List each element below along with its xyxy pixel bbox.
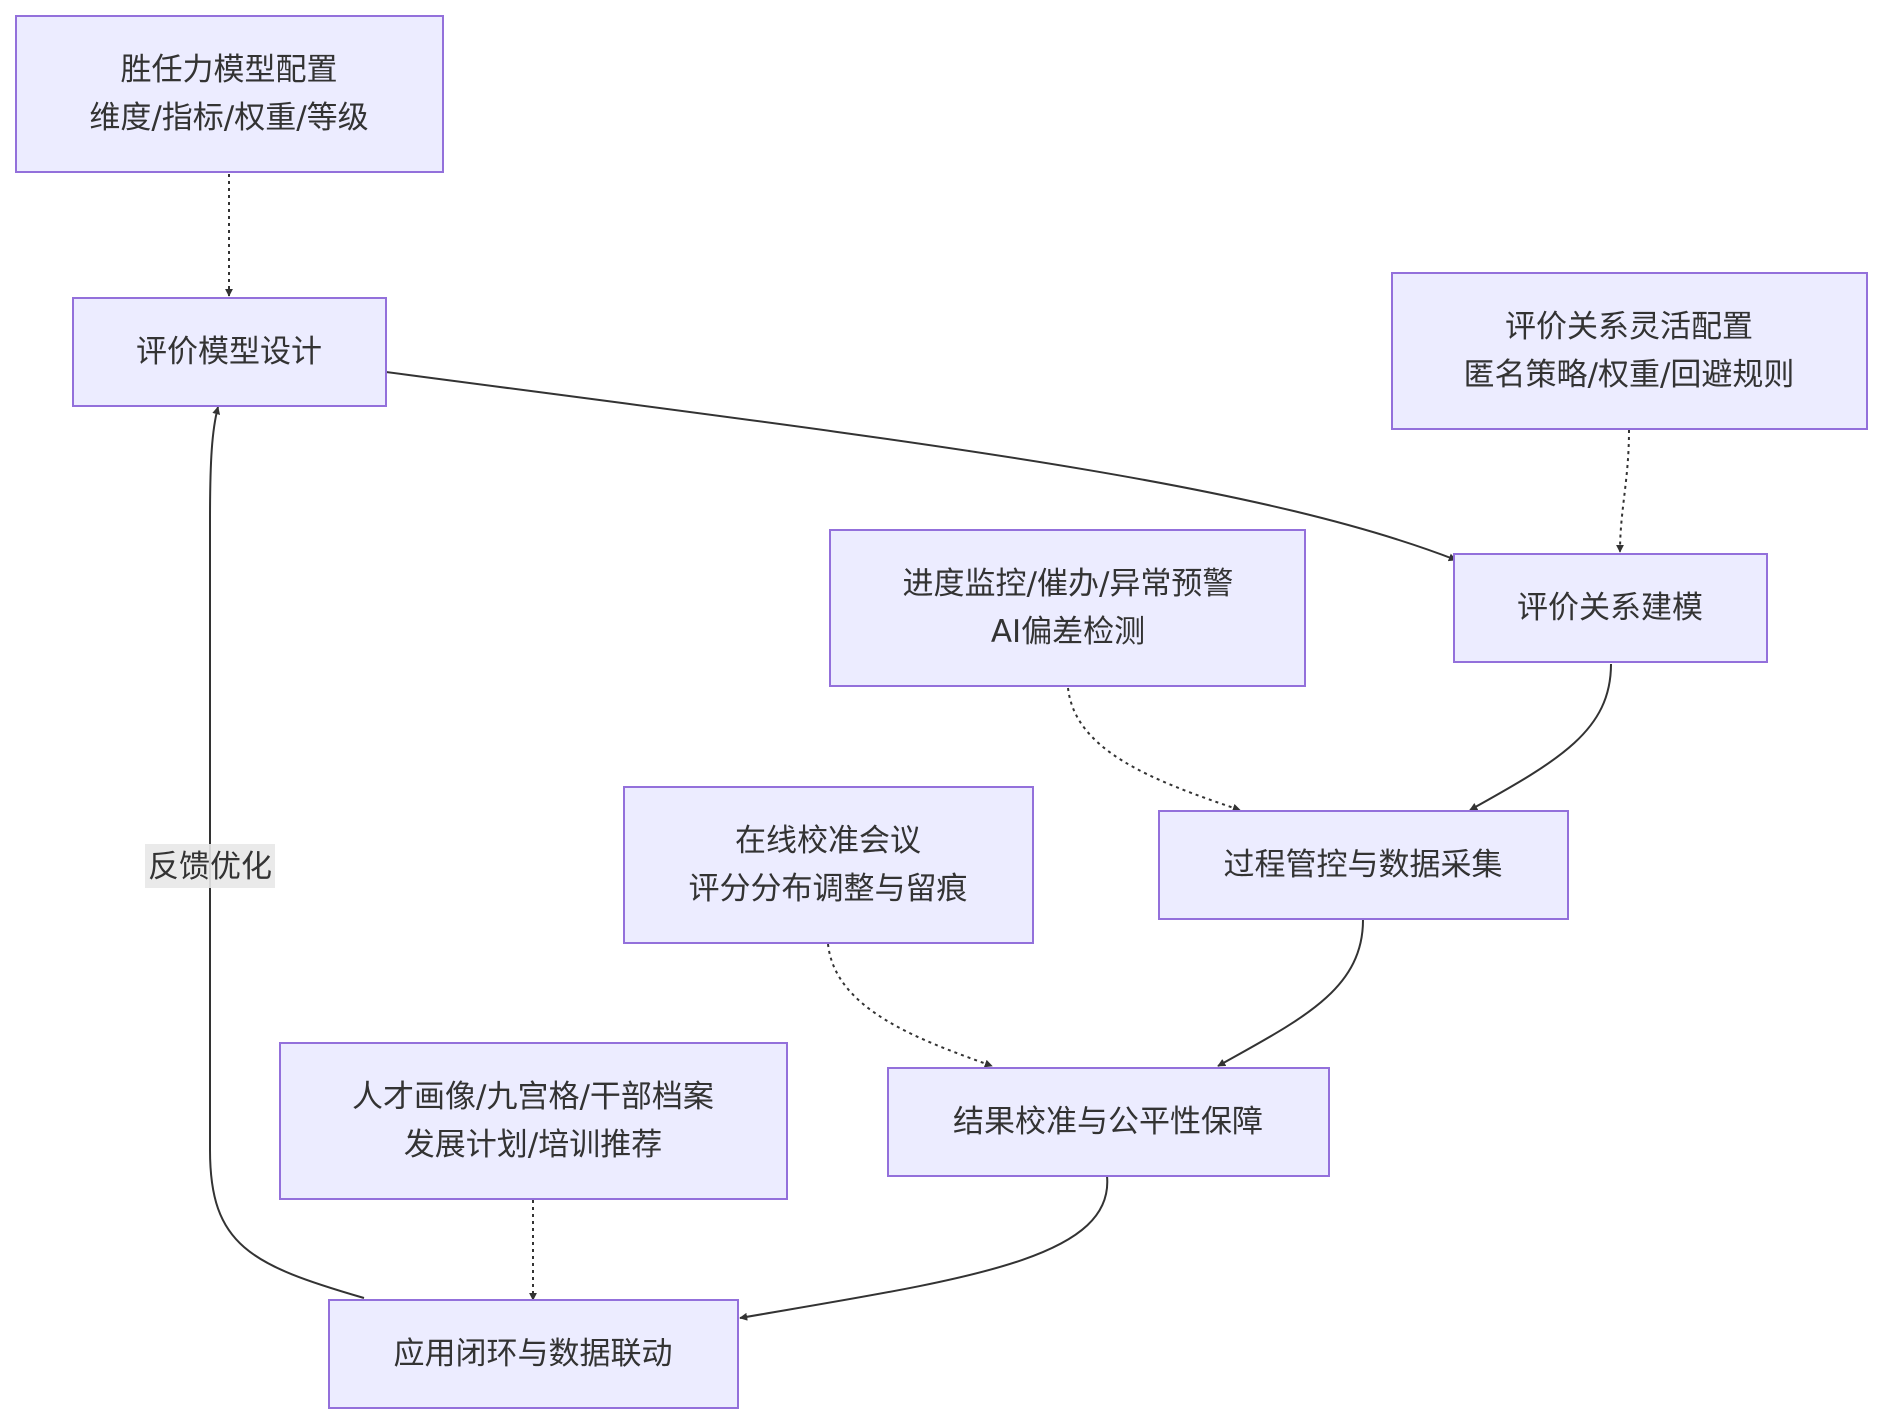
- node-talent-profile-line1: 人才画像/九宫格/干部档案: [352, 1079, 714, 1115]
- node-relation-modeling-label: 评价关系建模: [1517, 590, 1703, 626]
- node-application-loop[interactable]: 应用闭环与数据联动: [328, 1299, 739, 1409]
- edge-progress-monitor-to-process-control: [1067, 687, 1241, 812]
- node-competency-config[interactable]: 胜任力模型配置 维度/指标/权重/等级: [15, 15, 444, 173]
- node-talent-profile-line2: 发展计划/培训推荐: [404, 1127, 662, 1163]
- node-competency-config-line2: 维度/指标/权重/等级: [89, 100, 368, 136]
- node-process-control[interactable]: 过程管控与数据采集: [1158, 810, 1569, 920]
- edge-result-calibration-to-application-loop: [739, 1175, 1109, 1321]
- node-process-control-label: 过程管控与数据采集: [1224, 847, 1503, 883]
- feedback-label: 反馈优化: [148, 849, 272, 885]
- node-relation-config-line2: 匿名策略/权重/回避规则: [1464, 357, 1795, 393]
- node-competency-config-line1: 胜任力模型配置: [121, 52, 338, 88]
- edge-calibration-meeting-to-result-calibration: [827, 943, 993, 1068]
- node-progress-monitor-line1: 进度监控/催办/异常预警: [903, 566, 1234, 602]
- node-talent-profile[interactable]: 人才画像/九宫格/干部档案 发展计划/培训推荐: [279, 1042, 788, 1200]
- node-calibration-meeting-line2: 评分分布调整与留痕: [689, 871, 968, 907]
- edge-relation-modeling-to-process-control: [1469, 663, 1612, 811]
- feedback-label-background: [145, 844, 275, 888]
- node-model-design-label: 评价模型设计: [136, 334, 322, 370]
- node-calibration-meeting-line1: 在线校准会议: [735, 823, 921, 859]
- node-relation-modeling[interactable]: 评价关系建模: [1453, 553, 1768, 663]
- node-relation-config[interactable]: 评价关系灵活配置 匿名策略/权重/回避规则: [1391, 272, 1868, 430]
- node-relation-config-line1: 评价关系灵活配置: [1505, 309, 1753, 345]
- edge-model-design-to-relation-modeling: [385, 371, 1457, 562]
- edge-feedback-loop: [209, 406, 365, 1299]
- node-application-loop-label: 应用闭环与数据联动: [394, 1336, 673, 1372]
- node-result-calibration[interactable]: 结果校准与公平性保障: [887, 1067, 1330, 1177]
- node-progress-monitor-line2: AI偏差检测: [991, 614, 1145, 650]
- node-progress-monitor[interactable]: 进度监控/催办/异常预警 AI偏差检测: [829, 529, 1306, 687]
- edge-process-control-to-result-calibration: [1217, 919, 1364, 1067]
- edge-relation-config-to-relation-modeling: [1616, 429, 1630, 553]
- node-calibration-meeting[interactable]: 在线校准会议 评分分布调整与留痕: [623, 786, 1034, 944]
- node-result-calibration-label: 结果校准与公平性保障: [953, 1104, 1263, 1140]
- node-model-design[interactable]: 评价模型设计: [72, 297, 387, 407]
